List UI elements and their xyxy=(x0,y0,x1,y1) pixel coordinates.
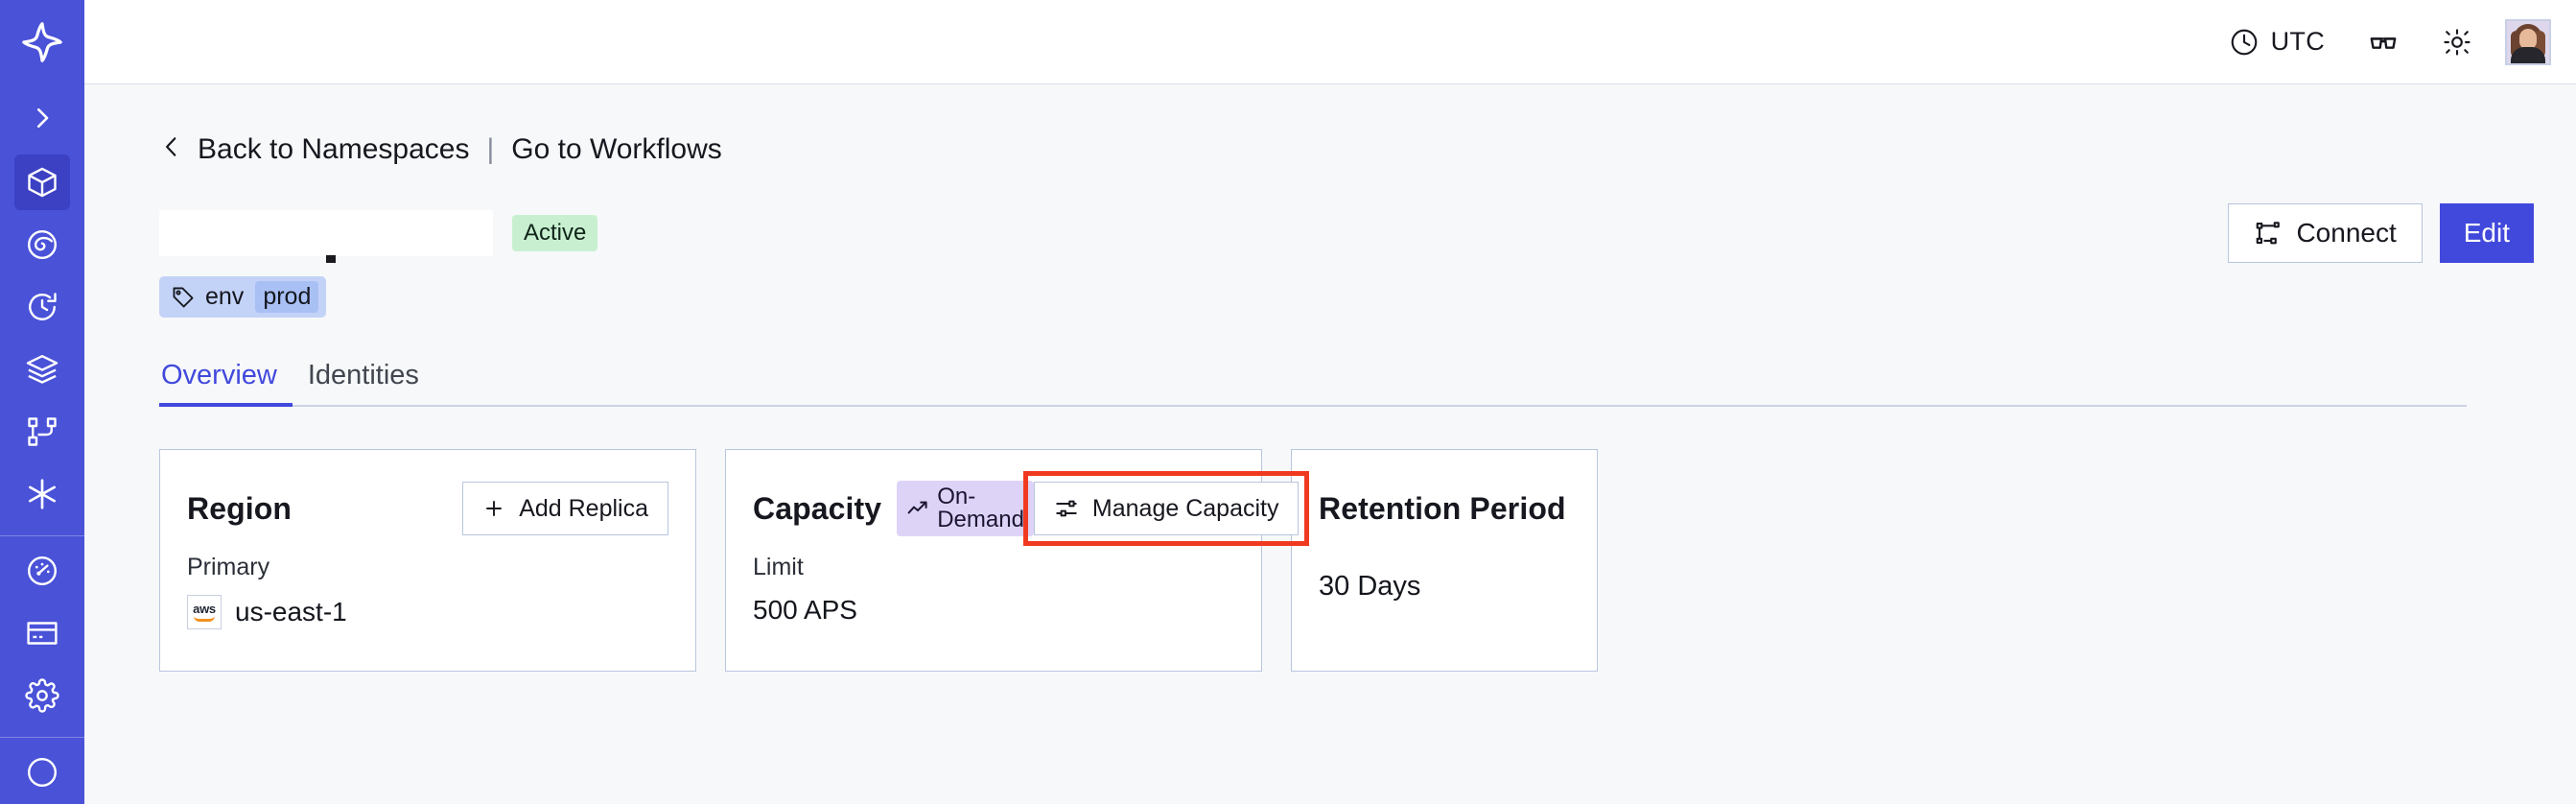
trending-up-icon xyxy=(906,497,929,520)
reading-mode-button[interactable] xyxy=(2346,0,2421,84)
tab-bar: Overview Identities xyxy=(159,360,2467,407)
sidebar-item-layers[interactable] xyxy=(0,338,84,400)
credit-card-icon xyxy=(14,605,70,661)
sidebar-item-history[interactable] xyxy=(0,275,84,338)
sidebar-item-usage[interactable] xyxy=(0,540,84,603)
avatar-body xyxy=(2511,46,2545,63)
add-replica-button[interactable]: Add Replica xyxy=(462,482,668,535)
connect-button-label: Connect xyxy=(2296,218,2397,248)
theme-toggle-button[interactable] xyxy=(2421,0,2494,84)
connect-flow-icon xyxy=(2254,219,2283,248)
region-primary-value-row: aws us-east-1 xyxy=(187,595,668,629)
topbar-actions: UTC xyxy=(2208,0,2551,84)
sidebar-item-help[interactable] xyxy=(0,742,84,804)
add-replica-label: Add Replica xyxy=(519,494,648,522)
namespace-header: Active xyxy=(159,203,2534,263)
region-card-header: Region Add Replica xyxy=(187,479,668,538)
chevron-right-icon xyxy=(28,104,57,132)
tag-icon xyxy=(171,285,196,310)
back-chevron-icon[interactable] xyxy=(159,130,184,169)
tag-value: prod xyxy=(255,281,319,313)
edit-button-label: Edit xyxy=(2463,218,2510,248)
eye-swirl-icon xyxy=(14,217,70,272)
region-card: Region Add Replica Pr xyxy=(159,449,696,672)
layers-icon xyxy=(14,342,70,397)
retention-card-title: Retention Period xyxy=(1319,490,1566,526)
sidebar xyxy=(0,0,84,804)
help-circle-icon xyxy=(14,745,70,800)
region-primary-value: us-east-1 xyxy=(235,597,347,627)
sidebar-item-billing[interactable] xyxy=(0,603,84,665)
sidebar-item-namespaces[interactable] xyxy=(0,151,84,213)
sparkle-logo-icon xyxy=(20,20,64,64)
avatar-face xyxy=(2519,28,2537,50)
clock-icon xyxy=(2229,27,2260,58)
manage-capacity-label: Manage Capacity xyxy=(1091,494,1279,522)
retention-card-header: Retention Period xyxy=(1319,479,1570,538)
gear-icon xyxy=(14,668,70,723)
sidebar-item-integrations[interactable] xyxy=(0,463,84,526)
sidebar-logo[interactable] xyxy=(0,0,84,84)
timezone-label: UTC xyxy=(2270,27,2325,56)
capacity-mode-badge: On-Demand xyxy=(897,481,1034,536)
capacity-card: Capacity On-Demand xyxy=(725,449,1310,672)
breadcrumb-separator: | xyxy=(486,133,495,165)
asterisk-icon xyxy=(14,466,70,522)
capacity-limit-value: 500 APS xyxy=(753,595,857,625)
tab-overview[interactable]: Overview xyxy=(159,360,293,407)
sidebar-item-settings[interactable] xyxy=(0,665,84,727)
capacity-card-title: Capacity xyxy=(753,490,882,526)
topbar: UTC xyxy=(84,0,2576,84)
glasses-icon xyxy=(2367,26,2400,59)
main-area: UTC xyxy=(84,0,2576,804)
aws-logo-icon: aws xyxy=(187,595,222,629)
avatar[interactable] xyxy=(2505,18,2551,65)
namespace-tag[interactable]: env prod xyxy=(159,276,327,318)
plus-icon xyxy=(482,497,505,520)
connect-button[interactable]: Connect xyxy=(2228,203,2423,263)
manage-capacity-button[interactable]: Manage Capacity xyxy=(1033,482,1300,535)
sliders-icon xyxy=(1054,496,1079,521)
status-badge: Active xyxy=(512,214,598,252)
header-actions: Connect Edit xyxy=(2228,203,2534,263)
retention-value: 30 Days xyxy=(1319,571,1421,602)
sun-icon xyxy=(2442,27,2472,58)
breadcrumb-back-link[interactable]: Back to Namespaces xyxy=(198,133,470,165)
capacity-card-header: Capacity On-Demand xyxy=(753,471,1310,546)
tab-identities[interactable]: Identities xyxy=(307,360,419,390)
sidebar-item-workflows[interactable] xyxy=(0,400,84,462)
breadcrumb: Back to Namespaces | Go to Workflows xyxy=(159,130,2534,169)
capacity-limit-label: Limit xyxy=(753,554,804,580)
capacity-mode-label: On-Demand xyxy=(937,484,1024,532)
sidebar-divider-top xyxy=(0,534,84,536)
retention-card: Retention Period 30 Days xyxy=(1291,449,1598,672)
page-title xyxy=(159,210,493,263)
aws-logo-text: aws xyxy=(193,602,216,616)
overview-cards: Region Add Replica Pr xyxy=(159,449,2534,672)
sidebar-divider-bottom xyxy=(0,736,84,738)
page-content: Back to Namespaces | Go to Workflows Act… xyxy=(84,84,2576,804)
timezone-selector[interactable]: UTC xyxy=(2208,0,2346,84)
tag-key: env xyxy=(205,283,245,310)
sidebar-item-expand-sidebar[interactable] xyxy=(0,84,84,151)
gauge-icon xyxy=(14,543,70,599)
cube-icon xyxy=(14,154,70,210)
region-card-title: Region xyxy=(187,490,293,526)
manage-capacity-highlight: Manage Capacity xyxy=(1022,471,1310,546)
region-primary-label: Primary xyxy=(187,554,270,580)
git-branch-icon xyxy=(14,404,70,460)
breadcrumb-workflows-link[interactable]: Go to Workflows xyxy=(511,133,722,165)
aws-swoosh xyxy=(194,616,215,622)
clock-history-icon xyxy=(14,279,70,335)
sidebar-item-observability[interactable] xyxy=(0,213,84,275)
edit-button[interactable]: Edit xyxy=(2439,203,2534,263)
